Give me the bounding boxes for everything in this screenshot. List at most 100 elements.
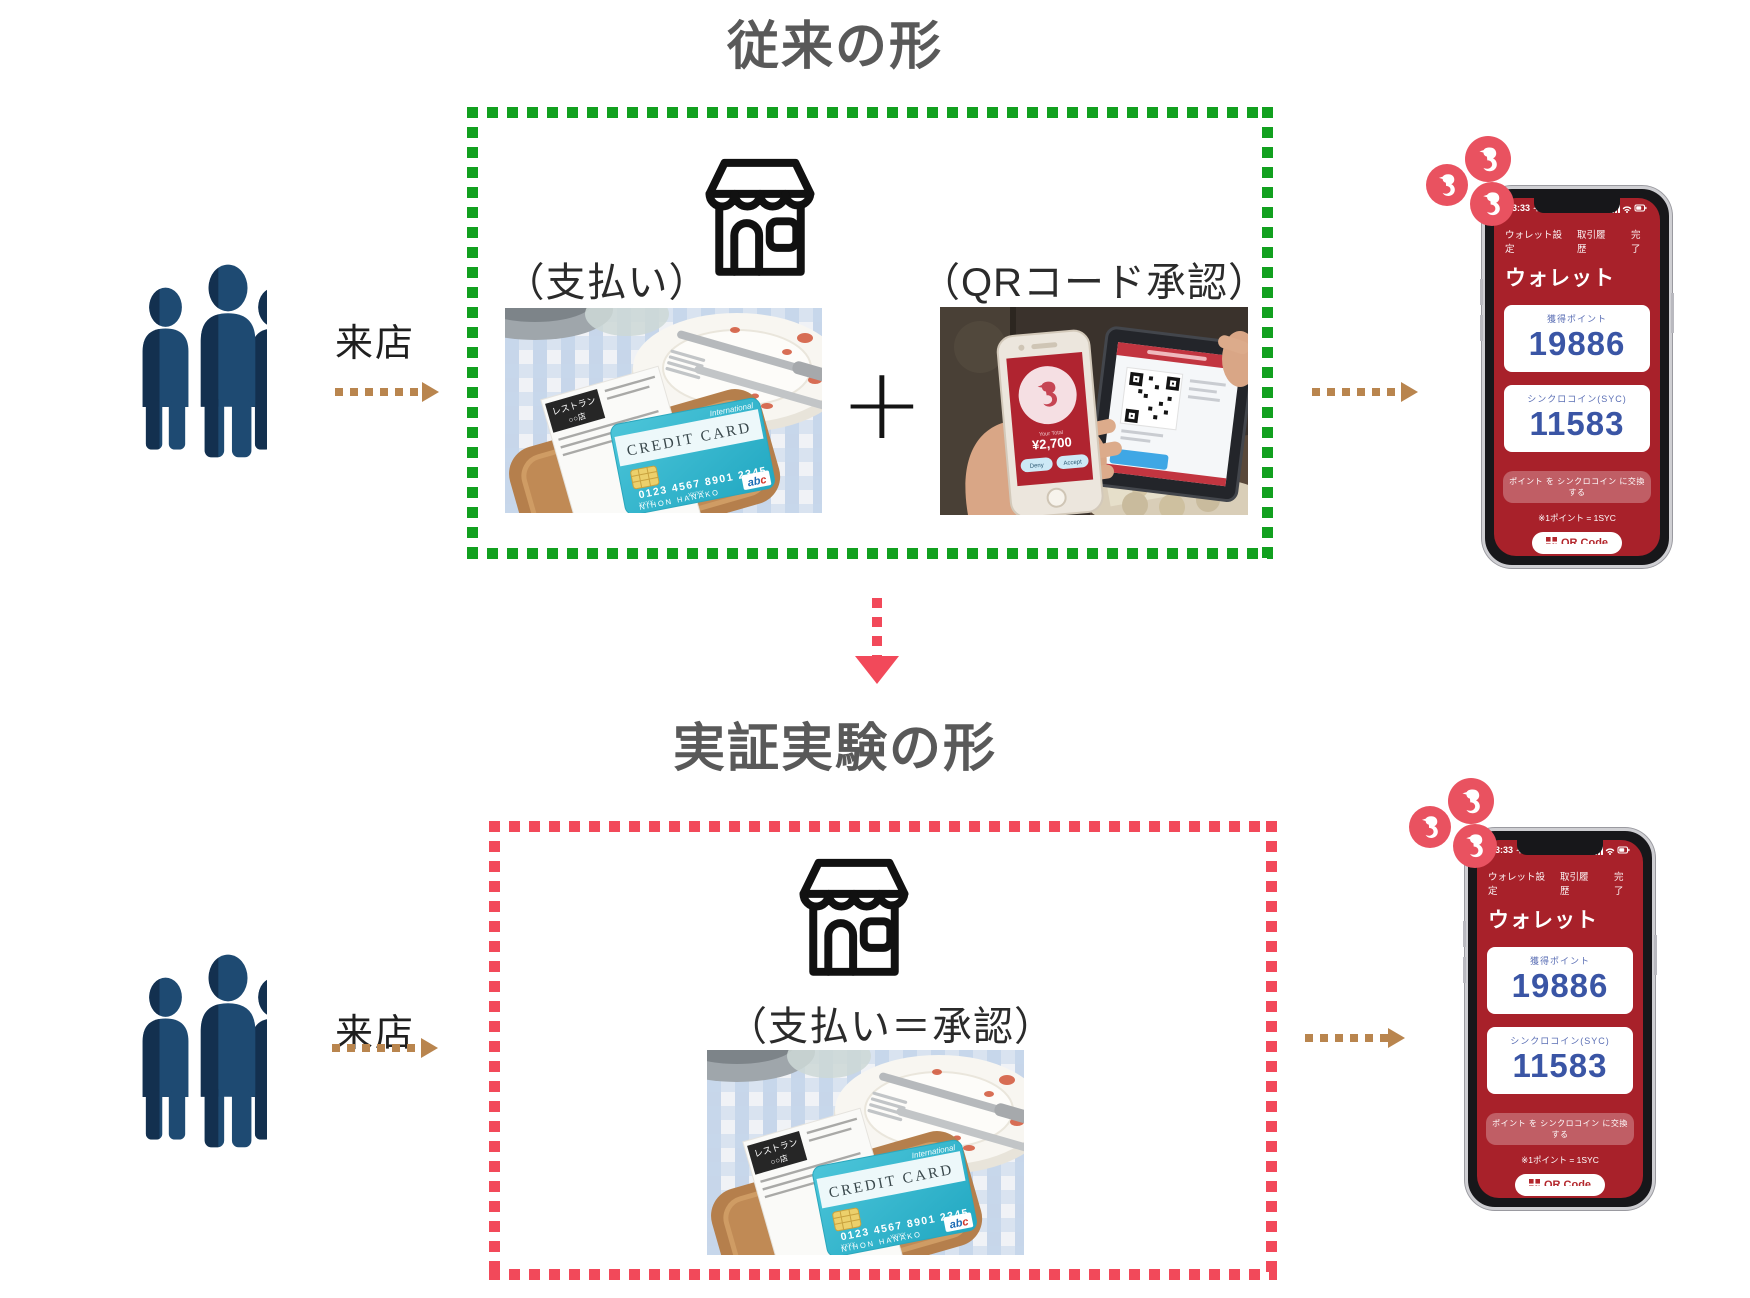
seahorse-coin-icon <box>1448 778 1494 824</box>
svg-text:abc: abc <box>747 474 768 489</box>
traditional-box <box>467 107 1273 559</box>
fork <box>867 1091 1024 1153</box>
coin-label: シンクロコイン(SYC) <box>1527 393 1627 404</box>
synchro-coin-card: シンクロコイン(SYC) 11583 <box>1487 1026 1633 1094</box>
qr-approval-photo: Your Total ¥2,700 Deny Accept <box>940 307 1248 515</box>
done-button[interactable]: 完了 <box>1613 872 1624 897</box>
to-wallet-arrow-top <box>1312 382 1418 402</box>
svg-text:○○店: ○○店 <box>567 410 587 424</box>
store-icon <box>792 842 916 990</box>
seahorse-coin-icon <box>1470 182 1514 226</box>
seahorse-coin-icon <box>1426 164 1468 206</box>
customers-group-icon <box>82 952 267 1148</box>
customers-top <box>82 262 267 458</box>
wallet-app-screen: 23:33 <box>1477 840 1643 1198</box>
points-label: 獲得ポイント <box>1529 956 1590 966</box>
seahorse-coin-icon <box>1465 136 1511 182</box>
volume-button <box>1463 957 1466 983</box>
credit-card: International CREDIT CARD 0123 4567 8901… <box>812 1139 977 1255</box>
power-button <box>1671 293 1674 333</box>
phone-frame: 23:33 <box>1463 828 1657 1210</box>
home-indicator[interactable] <box>1524 1186 1596 1191</box>
nav-transaction-history[interactable]: 取引履歴 <box>1559 872 1589 897</box>
points-card: 獲得ポイント 19886 <box>1504 305 1650 372</box>
volume-button <box>1480 279 1483 305</box>
customers-bottom <box>82 952 267 1148</box>
points-value: 19886 <box>1511 967 1609 1004</box>
home-indicator[interactable] <box>1541 544 1613 549</box>
second-hand <box>1218 331 1248 387</box>
svg-text:XX/XX: XX/XX <box>890 1232 907 1241</box>
rate-note: ※1ポイント = 1SYC <box>1538 512 1616 523</box>
points-value: 19886 <box>1528 325 1626 362</box>
visit-label-top: 来店 <box>334 323 415 365</box>
svg-text:XX/XX: XX/XX <box>688 490 705 499</box>
combined-label: （支払い＝承認） <box>727 1005 1055 1049</box>
payment-label: （支払い） <box>504 261 710 305</box>
svg-text:XXXX: XXXX <box>840 1242 856 1251</box>
exchange-button[interactable]: ポイント を シンクロコイン に交換する <box>1486 1112 1634 1145</box>
qr-code-button[interactable]: QR Code <box>1515 1173 1605 1196</box>
status-time: 23:33 <box>1507 203 1531 213</box>
wallet-phone-top: 23:33 <box>1426 136 1674 568</box>
coin-value: 11583 <box>1529 404 1625 442</box>
payment-photo: レストラン ○○店 International CREDIT CARD <box>505 308 822 513</box>
phone-frame: 23:33 <box>1480 186 1674 568</box>
deny-button <box>1020 457 1053 473</box>
nav-wallet-settings[interactable]: ウォレット設定 <box>1488 872 1546 897</box>
svg-text:abc: abc <box>949 1216 970 1231</box>
knife <box>879 1072 1024 1125</box>
qr-approval-label: （QRコード承認） <box>920 261 1269 305</box>
phone-notch <box>1517 840 1603 855</box>
traditional-title: 従来の形 <box>726 18 943 76</box>
home-button <box>1046 487 1067 508</box>
qr-code <box>1119 366 1184 431</box>
phone-notch <box>1534 198 1620 213</box>
plate <box>632 313 822 432</box>
accept-button <box>1056 454 1089 470</box>
svg-text:XXXX: XXXX <box>638 500 654 509</box>
qr-code-button[interactable]: QR Code <box>1532 531 1622 554</box>
nav-transaction-history[interactable]: 取引履歴 <box>1576 230 1606 255</box>
coin-value: 11583 <box>1512 1046 1608 1084</box>
credit-card-receipt-photo: レストラン ○○店 International CREDIT CARD <box>707 1050 1024 1255</box>
coin-label: シンクロコイン(SYC) <box>1510 1035 1610 1046</box>
knife <box>677 330 822 383</box>
experiment-title: 実証実験の形 <box>672 720 997 778</box>
glass <box>787 1050 871 1078</box>
nav-wallet-settings[interactable]: ウォレット設定 <box>1505 230 1563 255</box>
plus-sign: + <box>840 345 924 462</box>
visit-arrow-bottom <box>332 1038 438 1058</box>
tablet <box>1088 326 1248 503</box>
seahorse-coin-icon <box>1453 824 1497 868</box>
svg-text:Your Total: Your Total <box>1039 430 1064 438</box>
tablet-button <box>1109 448 1169 470</box>
seahorse-coin-icon <box>1409 806 1451 848</box>
volume-button <box>1480 315 1483 341</box>
wallet-nav-bar: ウォレット設定 取引履歴 完了 <box>1477 855 1643 897</box>
wallet-phone-bottom: 23:33 <box>1409 778 1657 1210</box>
sauce-stains <box>730 327 822 409</box>
svg-text:Deny: Deny <box>1030 463 1044 470</box>
svg-text:○○店: ○○店 <box>769 1152 789 1166</box>
wallet-nav-bar: ウォレット設定 取引履歴 完了 <box>1494 213 1660 255</box>
payment-photo-bottom: レストラン ○○店 International CREDIT CARD <box>707 1050 1024 1255</box>
points-card: 獲得ポイント 19886 <box>1487 947 1633 1014</box>
to-wallet-arrow-bottom <box>1305 1028 1405 1048</box>
svg-text:¥2,700: ¥2,700 <box>1031 434 1072 452</box>
glass <box>585 308 669 336</box>
wallet-title: ウォレット <box>1505 267 1615 290</box>
power-button <box>1654 935 1657 975</box>
exchange-button[interactable]: ポイント を シンクロコイン に交換する <box>1503 470 1651 503</box>
status-time: 23:33 <box>1490 845 1514 855</box>
customer-phone: Your Total ¥2,700 Deny Accept <box>996 329 1104 515</box>
credit-card: International CREDIT CARD 0123 4567 8901… <box>610 397 775 513</box>
wallet-app-screen: 23:33 <box>1494 198 1660 556</box>
customers-group-icon <box>82 262 267 458</box>
wallet-title: ウォレット <box>1488 909 1598 932</box>
experiment-box <box>489 821 1277 1280</box>
rate-note: ※1ポイント = 1SYC <box>1521 1154 1599 1165</box>
svg-text:Accept: Accept <box>1063 459 1082 467</box>
done-button[interactable]: 完了 <box>1630 230 1641 255</box>
